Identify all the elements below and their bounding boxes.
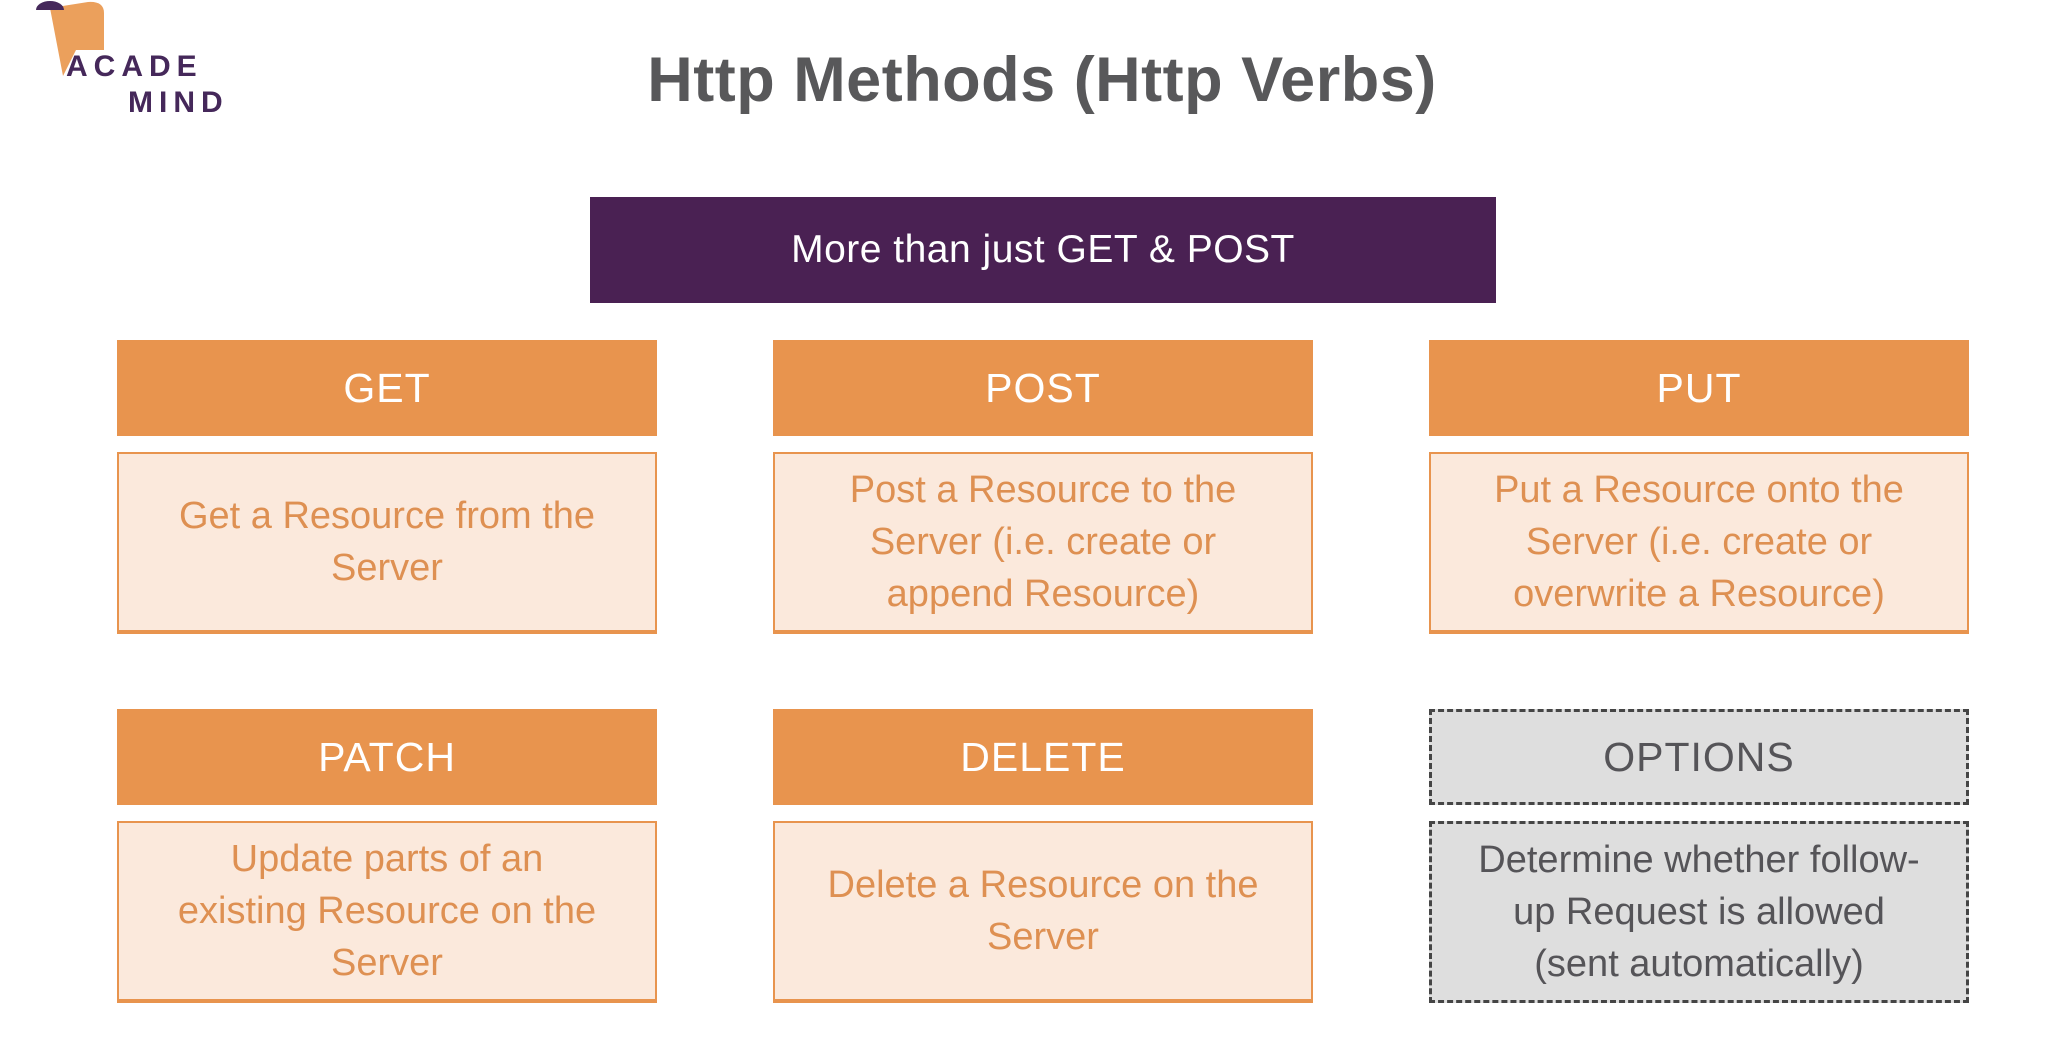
method-card-patch: PATCH Update parts of an existing Resour… [117,709,657,1003]
method-description-get: Get a Resource from the Server [117,452,657,634]
methods-grid: GET Get a Resource from the Server POST … [117,340,1969,1003]
method-description-text: Post a Resource to the Server (i.e. crea… [849,468,1237,616]
method-description-patch: Update parts of an existing Resource on … [117,821,657,1003]
method-name-patch: PATCH [117,709,657,805]
method-description-text: Delete a Resource on the Server [827,863,1259,958]
logo-ribbon-shape [50,1,104,76]
method-card-delete: DELETE Delete a Resource on the Server [773,709,1313,1003]
method-card-options: OPTIONS Determine whether follow-up Requ… [1429,709,1969,1003]
method-description-text: Update parts of an existing Resource on … [177,837,597,985]
logo-dome-shape [36,1,64,10]
method-name-delete: DELETE [773,709,1313,805]
method-name-put: PUT [1429,340,1969,436]
page-title: Http Methods (Http Verbs) [647,45,1437,115]
method-description-put: Put a Resource onto the Server (i.e. cre… [1429,452,1969,634]
method-name-options: OPTIONS [1429,709,1969,805]
method-description-options: Determine whether follow-up Request is a… [1429,821,1969,1003]
subtitle-banner: More than just GET & POST [590,197,1496,303]
subtitle-banner-text: More than just GET & POST [791,228,1295,271]
academind-logo: ACADE MIND [30,0,255,120]
logo-text-acade: ACADE [66,50,203,83]
method-description-text: Put a Resource onto the Server (i.e. cre… [1494,468,1904,616]
method-card-put: PUT Put a Resource onto the Server (i.e.… [1429,340,1969,634]
method-name-post: POST [773,340,1313,436]
logo-text-mind: MIND [128,86,229,119]
method-description-delete: Delete a Resource on the Server [773,821,1313,1003]
method-name-get: GET [117,340,657,436]
method-description-text: Determine whether follow-up Request is a… [1478,838,1920,986]
academind-ribbon-icon: ACADE MIND [36,1,229,119]
method-card-post: POST Post a Resource to the Server (i.e.… [773,340,1313,634]
method-description-post: Post a Resource to the Server (i.e. crea… [773,452,1313,634]
method-card-get: GET Get a Resource from the Server [117,340,657,634]
method-description-text: Get a Resource from the Server [178,494,596,589]
